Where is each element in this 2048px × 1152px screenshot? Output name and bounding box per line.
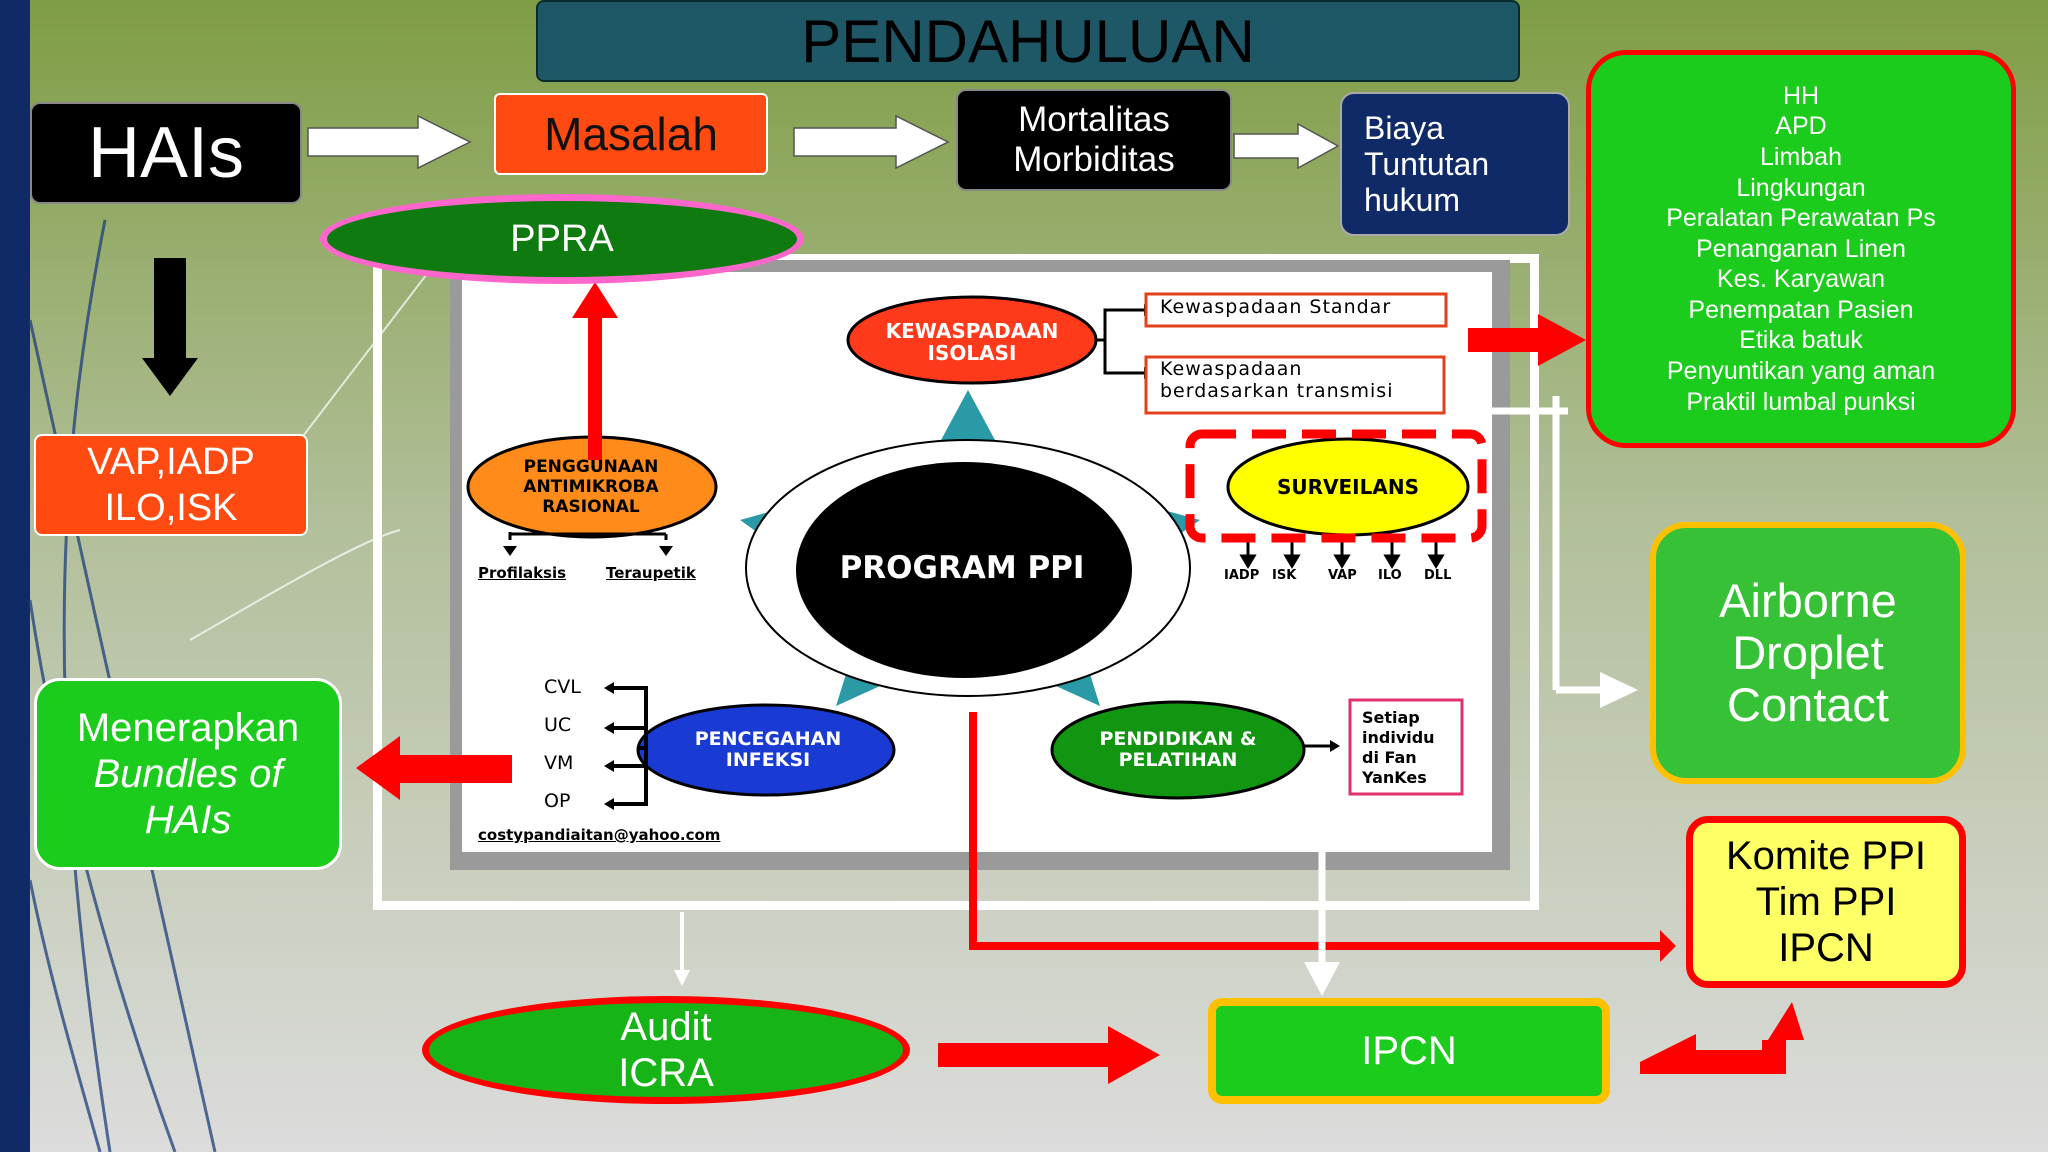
profilaksis-label: Profilaksis xyxy=(478,564,567,582)
pendidikan-label: PENDIDIKAN &PELATIHAN xyxy=(1099,728,1257,771)
setiap-individu-label: Setiap individu di Fan YanKes xyxy=(1362,708,1435,787)
ppra-oval: PPRA xyxy=(320,194,804,284)
program-ppi-circle xyxy=(796,462,1132,678)
left-accent-bar xyxy=(0,0,30,1152)
program-ppi-frame xyxy=(373,254,1539,910)
kewaspadaan-standar-box xyxy=(1144,292,1448,328)
email-credit: costypandiaitan@yahoo.com xyxy=(478,826,721,844)
hais-box: HAIs xyxy=(30,102,302,204)
surveilans-label: SURVEILANS xyxy=(1277,475,1419,499)
program-ppi-label: PROGRAM PPI xyxy=(839,550,1085,586)
kewaspadaan-transmisi-box xyxy=(1144,355,1446,415)
kewaspadaan-transmisi-label: Kewaspadaan berdasarkan transmisi xyxy=(1160,358,1394,402)
masalah-box: Masalah xyxy=(494,93,768,175)
teraupetik-label: Teraupetik xyxy=(606,564,696,582)
bundles-box: Menerapkan Bundles of HAIs xyxy=(34,678,342,870)
kewaspadaan-standar-label: Kewaspadaan Standar xyxy=(1160,296,1392,318)
page-title: PENDAHULUAN xyxy=(536,0,1520,82)
ipcn-box: IPCN xyxy=(1208,998,1610,1104)
